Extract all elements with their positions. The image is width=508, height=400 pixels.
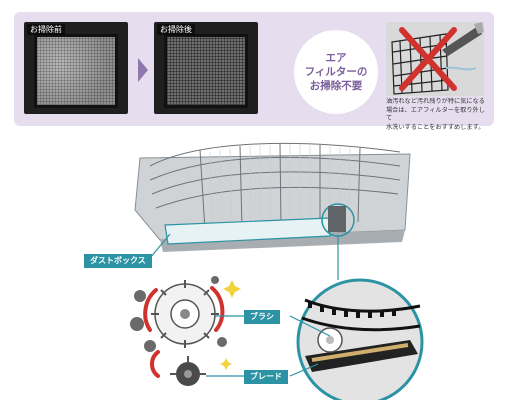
washing-note: 油汚れなど汚れ残りが特に気になる 場合は、エアフィルターを取り外して 水洗いする… [386, 98, 485, 131]
filter-before-photo: お掃除前 [24, 22, 128, 114]
feature-panel: お掃除前 お掃除後 エア フィルターの お掃除不要 油汚れなど汚れ残りが特に気に… [14, 12, 494, 131]
filter-mesh-dirty [34, 34, 118, 108]
blade-label: ブレード [244, 370, 288, 384]
no-cleaning-badge: エア フィルターの お掃除不要 [294, 30, 378, 114]
arrow-right-icon [138, 58, 148, 82]
after-label: お掃除後 [157, 24, 195, 35]
filter-mesh-clean [164, 34, 248, 108]
badge-text: エア フィルターの お掃除不要 [304, 52, 368, 92]
filter-washing-photo [386, 22, 484, 96]
dust-box-label: ダストボックス [84, 254, 152, 268]
aircon-diagram [130, 142, 424, 400]
before-label: お掃除前 [27, 24, 65, 35]
filter-after-photo: お掃除後 [154, 22, 258, 114]
brush-label: ブラシ [244, 310, 280, 324]
cross-mark-icon [399, 27, 457, 91]
